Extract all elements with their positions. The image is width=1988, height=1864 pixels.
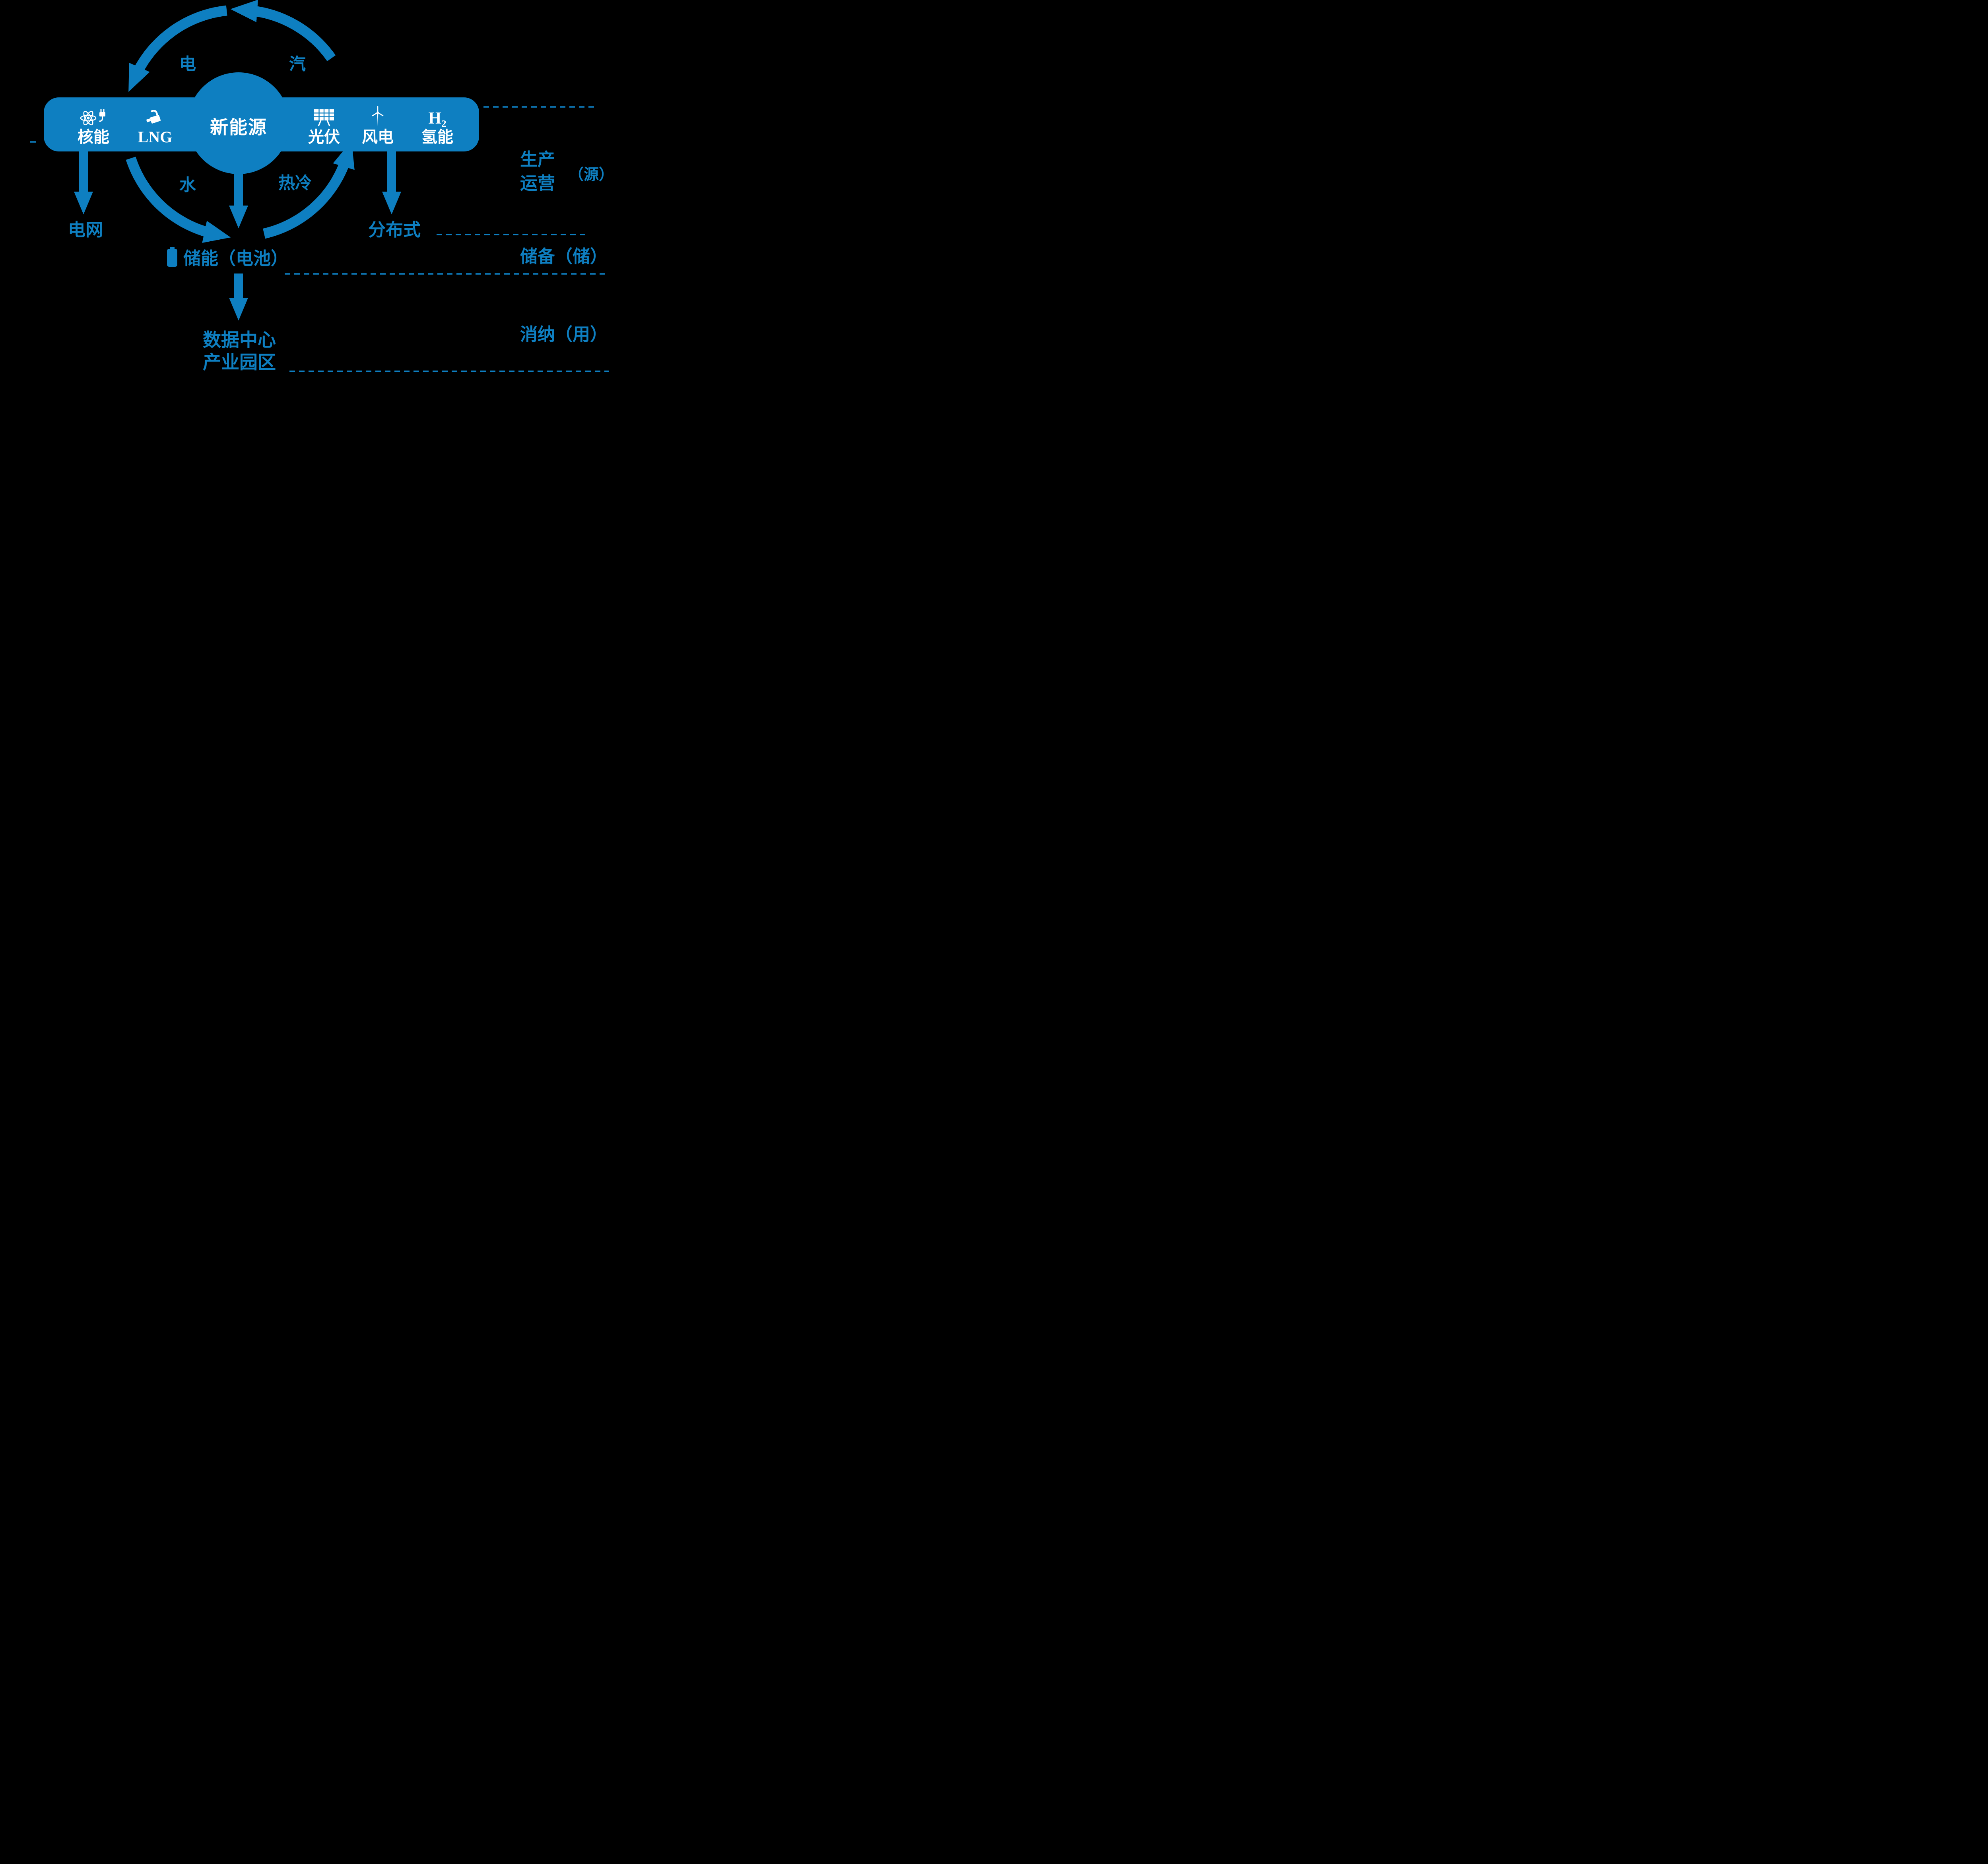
node-grid: 电网 xyxy=(68,220,103,240)
stage-production-line2: 运营 xyxy=(520,174,555,193)
cycle-arc-bottom-right xyxy=(263,141,355,239)
energy-source-label-hydrogen: 氢能 xyxy=(421,128,453,146)
node-storage: 储能（电池） xyxy=(166,244,288,270)
energy-source-nuclear: 核能 xyxy=(68,99,118,149)
stage-storage: 储备（储） xyxy=(520,247,608,266)
energy-source-label-nuclear: 核能 xyxy=(78,128,109,146)
hydrogen-formula: H₂ xyxy=(428,109,447,128)
stage-consumption: 消纳（用） xyxy=(520,325,608,344)
node-load: 数据中心 产业园区 xyxy=(203,329,276,373)
battery-icon xyxy=(166,247,179,267)
energy-source-solar: 光伏 xyxy=(299,99,349,149)
energy-source-label-solar: 光伏 xyxy=(308,128,340,146)
cycle-arc-bottom-left xyxy=(126,157,231,243)
solar-panel-icon xyxy=(312,108,336,127)
stage-production-tag: （源） xyxy=(569,167,612,183)
energy-source-label-lng: LNG xyxy=(138,128,173,146)
fuel-nozzle-icon xyxy=(146,107,164,127)
node-storage-label: 储能（电池） xyxy=(183,249,288,268)
diagram-canvas: 核能 LNG 新能源 xyxy=(0,0,612,373)
atom-plug-icon xyxy=(79,107,108,127)
cycle-label-steam: 汽 xyxy=(289,55,306,74)
cycle-label-electricity: 电 xyxy=(179,55,196,74)
node-distributed: 分布式 xyxy=(368,220,421,240)
energy-source-hydrogen: H₂ 氢能 xyxy=(411,99,464,149)
hub-label: 新能源 xyxy=(210,117,267,138)
diagram-lines xyxy=(30,0,609,372)
node-load-line2: 产业园区 xyxy=(203,352,276,372)
stage-production: 生产 运营 xyxy=(520,148,555,196)
energy-source-lng: LNG xyxy=(130,99,180,149)
cycle-arc-top-right xyxy=(230,0,336,62)
hydrogen-icon: H₂ xyxy=(428,110,446,127)
cycle-label-water: 水 xyxy=(179,176,196,195)
node-load-line1: 数据中心 xyxy=(203,330,276,350)
energy-source-label-wind: 风电 xyxy=(362,128,394,146)
cycle-label-heat-cold: 热冷 xyxy=(278,174,312,193)
stage-production-line1: 生产 xyxy=(520,150,555,169)
hub-circle: 新能源 xyxy=(188,72,289,174)
wind-turbine-icon xyxy=(368,106,388,127)
energy-source-wind: 风电 xyxy=(353,99,402,149)
cycle-arc-top-left xyxy=(128,5,227,92)
